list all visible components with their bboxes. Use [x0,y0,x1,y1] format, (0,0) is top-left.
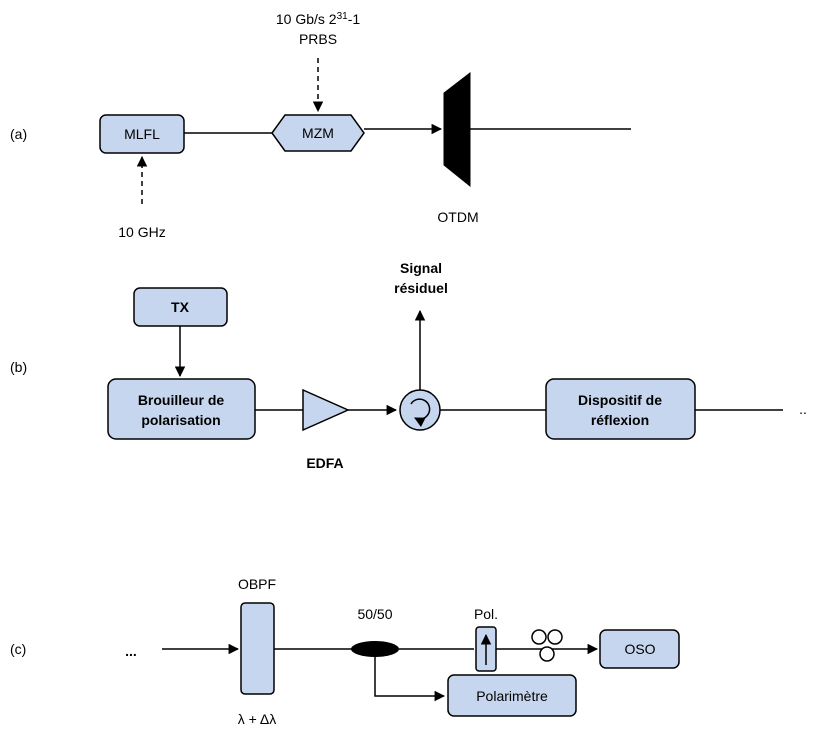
circulator-direction-icon [410,398,431,427]
panel-a: (a) MLFL 10 GHz MZM 10 Gb/s 231-1 PRBS O… [10,11,631,240]
panel-b: (b) TX Brouilleur de polarisation EDFA S… [10,260,807,471]
prbs-label-line2: PRBS [299,31,337,47]
wavelength-label: λ + Δλ [238,711,277,727]
polarimeter-box [447,674,577,717]
panel-b-label: (b) [10,359,27,375]
otdm-mux [443,71,471,188]
panel-a-label: (a) [10,126,27,142]
panel-c-continuation: ... [125,643,137,659]
prbs-label-line1: 10 Gb/s 231-1 [276,11,360,27]
panel-c: (c) ... OBPF λ + Δλ 50/50 Pol. OSO [10,576,680,727]
edfa-label: EDFA [306,455,343,471]
reflector-label-line2: réflexion [591,412,649,428]
coupler-label: 50/50 [357,606,392,622]
panel-b-continuation: .. [799,401,807,417]
circulator [399,389,441,431]
mzm-label: MZM [302,125,334,141]
scrambler-label-line2: polarisation [141,412,220,428]
mlfl-box [99,114,185,154]
polarization-controller-icon [531,629,563,662]
coupler-polarimeter-arrow [374,657,446,702]
oso-box [599,629,680,669]
mlfl-label: MLFL [124,126,160,142]
obpf-filter-box [240,602,275,695]
polarizer-label: Pol. [474,606,498,622]
panel-c-label: (c) [10,641,26,657]
obpf-label: OBPF [238,576,276,592]
polarization-scrambler-box [107,378,256,440]
scrambler-label-line1: Brouilleur de [138,392,225,408]
mzm-box [271,114,365,152]
edfa-amplifier [302,388,350,432]
polarimeter-label: Polarimètre [476,688,548,704]
coupler-50-50 [351,641,399,657]
tx-label: TX [171,299,190,315]
reflection-device-box [545,378,696,440]
reflector-label-line1: Dispositif de [578,392,662,408]
residual-label-line1: Signal [400,260,442,276]
otdm-label: OTDM [437,209,478,225]
clock-label: 10 GHz [118,224,165,240]
residual-label-line2: résiduel [394,280,448,296]
oso-label: OSO [624,641,655,657]
